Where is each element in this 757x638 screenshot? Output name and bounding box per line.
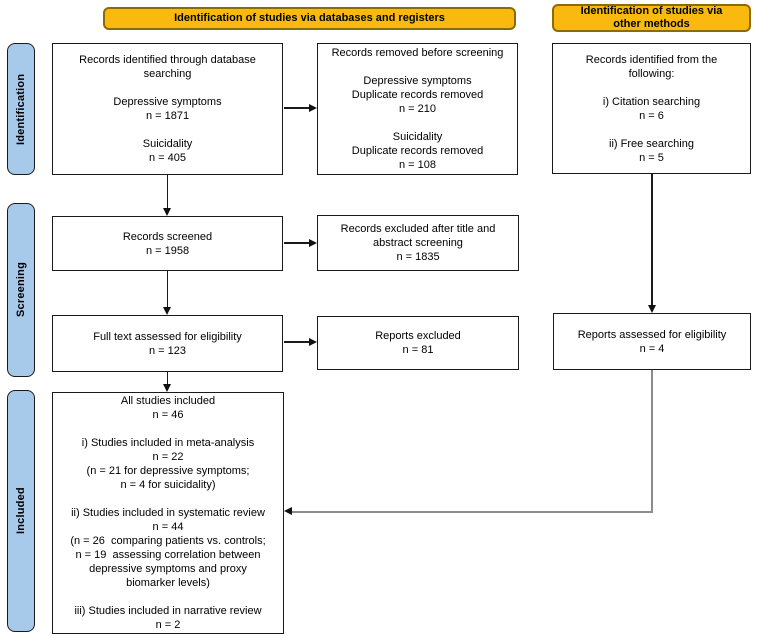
arrow-other-to-reports-assessed-line <box>651 174 653 305</box>
connector-reports-assessed-head-icon <box>284 507 292 516</box>
arrow-screened-to-excluded-line <box>284 242 309 244</box>
arrow-fulltext-to-reports-excluded-head-icon <box>309 337 317 346</box>
stage-label-identification: Identification <box>7 43 35 175</box>
stage-label-included: Included <box>7 390 35 632</box>
arrow-fulltext-to-reports-excluded-line <box>284 341 309 343</box>
banner-other-methods: Identification of studies via other meth… <box>552 4 751 32</box>
arrow-identified-to-removed-head-icon <box>309 103 317 112</box>
banner-databases-registers: Identification of studies via databases … <box>103 7 516 30</box>
arrow-fulltext-to-included-head-icon <box>163 384 171 392</box>
arrow-other-to-reports-assessed-head-icon <box>647 305 656 313</box>
arrow-screened-to-excluded-head-icon <box>309 238 317 247</box>
arrow-identified-to-removed-line <box>284 107 309 109</box>
arrow-fulltext-to-included-line <box>166 372 169 384</box>
stage-label-screening: Screening <box>7 203 35 377</box>
arrow-identified-to-screened-line <box>166 175 169 208</box>
arrow-identified-to-screened-head-icon <box>163 208 171 216</box>
connector-reports-assessed-down-line <box>651 370 653 512</box>
arrow-screened-to-fulltext-line <box>166 271 169 307</box>
arrow-screened-to-fulltext-head-icon <box>163 307 171 315</box>
connector-reports-assessed-left-line <box>292 511 653 513</box>
